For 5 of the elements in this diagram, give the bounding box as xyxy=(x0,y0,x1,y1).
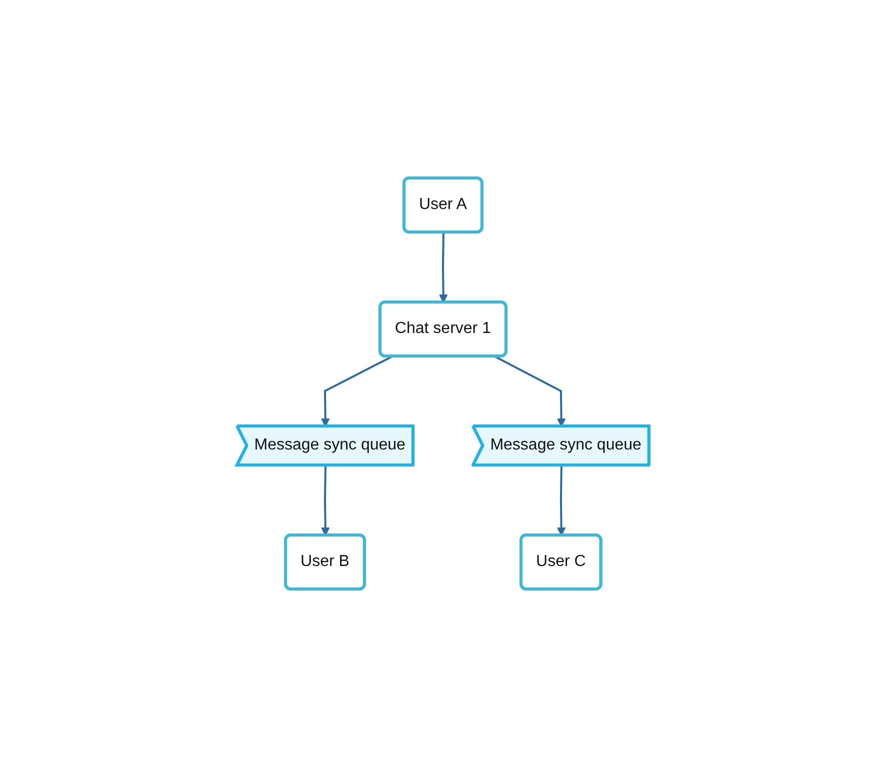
arrow xyxy=(494,356,566,427)
arrow xyxy=(320,465,330,536)
arrow xyxy=(556,465,566,536)
arrow xyxy=(320,356,392,427)
arrow xyxy=(438,232,448,303)
